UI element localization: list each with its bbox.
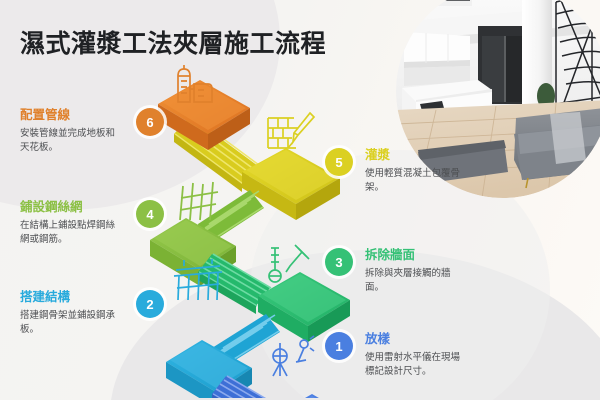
loft-interior-photo [396,0,600,198]
step-row-3[interactable]: 3 拆除牆面 拆除與夾層接觸的牆面。 [325,248,469,296]
scaffold-frame-icon [173,259,223,301]
hand-tools-icon [268,244,310,283]
step-badge-5: 5 [325,148,353,176]
step-badge-2: 2 [136,290,164,318]
step-badge-1: 1 [325,332,353,360]
silo-building-icon [177,65,213,103]
step-desc-1: 使用雷射水平儀在現場標記設計尺寸。 [365,352,461,378]
step-title-6: 配置管線 [20,108,71,122]
step-number-1: 1 [335,338,343,354]
step-badge-6: 6 [136,108,164,136]
laser-level-tripod-icon [272,335,315,377]
step-desc-6: 安裝管線並完成地板和天花板。 [20,128,116,154]
step-title-3: 拆除牆面 [365,248,416,262]
step-badge-3: 3 [325,248,353,276]
step-text-3: 拆除牆面 拆除與夾層接觸的牆面。 [365,248,469,296]
step-number-6: 6 [146,114,154,130]
platform-3-emerald [258,272,350,342]
step-row-2[interactable]: 2 搭建結構 搭建鋼骨架並鋪設鋼承板。 [20,290,164,338]
brick-wall-trowel-icon [267,111,316,149]
step-title-5: 灌漿 [365,148,391,162]
step-number-4: 4 [146,206,154,222]
step-desc-5: 使用輕質混凝土包覆骨架。 [365,168,461,194]
rebar-mesh-icon [179,181,219,221]
step-text-6: 配置管線 安裝管線並完成地板和天花板。 [20,108,124,156]
page-title: 濕式灌漿工法夾層施工流程 [20,30,327,58]
step-number-2: 2 [146,296,154,312]
step-row-6[interactable]: 6 配置管線 安裝管線並完成地板和天花板。 [20,108,164,156]
platform-1-blue [305,394,319,398]
step-text-2: 搭建結構 搭建鋼骨架並鋪設鋼承板。 [20,290,124,338]
step-title-4: 鋪設鋼絲網 [20,200,83,214]
step-desc-2: 搭建鋼骨架並鋪設鋼承板。 [20,310,116,336]
step-title-2: 搭建結構 [20,290,71,304]
stair-blue [212,375,267,398]
step-text-5: 灌漿 使用輕質混凝土包覆骨架。 [365,148,469,196]
step-text-4: 鋪設鋼絲網 在結構上鋪設點焊鋼絲網或鋼筋。 [20,200,124,248]
step-badge-4: 4 [136,200,164,228]
step-row-5[interactable]: 5 灌漿 使用輕質混凝土包覆骨架。 [325,148,469,196]
step-number-5: 5 [335,154,343,170]
step-number-3: 3 [335,254,343,270]
step-desc-4: 在結構上鋪設點焊鋼絲網或鋼筋。 [20,220,116,246]
loft-interior-photo-graphic [396,0,600,198]
platform-5-yellow [242,148,340,220]
step-row-1[interactable]: 1 放樣 使用雷射水平儀在現場標記設計尺寸。 [325,332,469,380]
step-text-1: 放樣 使用雷射水平儀在現場標記設計尺寸。 [365,332,469,380]
step-row-4[interactable]: 4 鋪設鋼絲網 在結構上鋪設點焊鋼絲網或鋼筋。 [20,200,164,248]
step-desc-3: 拆除與夾層接觸的牆面。 [365,268,451,294]
step-title-1: 放樣 [365,332,391,346]
